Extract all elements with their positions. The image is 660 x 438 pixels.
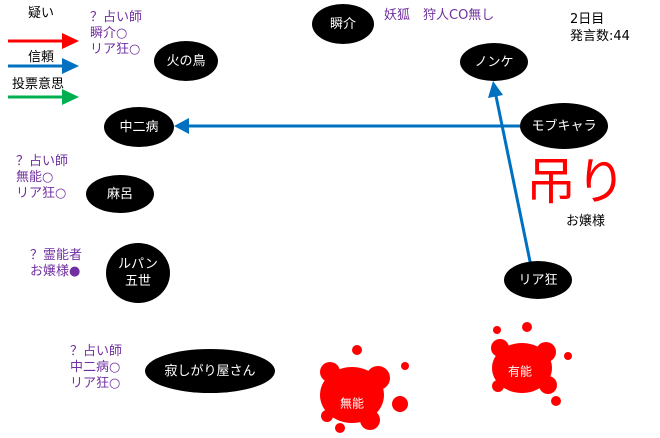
dead-yuunou-label: 有能 [507, 364, 533, 379]
note-line: ？霊能者 [30, 248, 83, 263]
node-maro[interactable]: 麻呂 [86, 175, 154, 213]
node-sabishigariya[interactable]: 寂しがり屋さん [145, 349, 275, 393]
node-riakyou[interactable]: リア狂 [504, 261, 572, 299]
day-label: 2日目 [570, 12, 605, 27]
legend-suspect-label: 疑い [28, 6, 55, 21]
note-line: リア狂○ [16, 186, 67, 201]
legend-blue-arrow [8, 58, 79, 74]
legend-green-arrow [8, 89, 79, 105]
dead-munou-label: 無能 [339, 396, 365, 411]
note-line: 無能○ [16, 170, 54, 185]
node-nonke[interactable]: ノンケ [460, 43, 528, 81]
note-line: ？占い師 [90, 10, 143, 25]
legend-red-arrow [8, 33, 79, 49]
note-maro: ？占い師無能○リア狂○ [16, 154, 68, 202]
legend-trust-label: 信頼 [28, 50, 55, 65]
trust-arrow-mobchara-to-chuunibyou [174, 118, 522, 134]
node-mobchara[interactable]: モブキャラ [520, 103, 608, 149]
note-lupin: ？霊能者お嬢様● [30, 248, 82, 280]
hanged-player-name: お嬢様 [566, 214, 606, 229]
blood-splat-munou [320, 345, 409, 433]
post-count: 発言数:44 [570, 29, 630, 44]
note-line: リア狂○ [90, 42, 141, 57]
node-shunsuke[interactable]: 瞬介 [312, 4, 374, 44]
note-line: 瞬介○ [90, 26, 128, 41]
hanged-label: 吊り [526, 153, 626, 211]
note-sabishigariya: ？占い師中二病○リア狂○ [70, 344, 122, 392]
note-line: ？占い師 [70, 344, 123, 359]
node-lupin[interactable]: ルパン 五世 [106, 243, 170, 303]
legend-vote-label: 投票意思 [12, 77, 65, 92]
note-line: リア狂○ [70, 376, 121, 391]
node-chuunibyou[interactable]: 中二病 [104, 107, 174, 147]
note-hinotori: ？占い師瞬介○リア狂○ [90, 10, 142, 58]
header-note: 妖狐 狩人CO無し [384, 8, 495, 23]
node-hinotori[interactable]: 火の鳥 [154, 41, 218, 81]
blood-splat-yuunou [491, 322, 572, 406]
trust-arrow-riakyou-to-nonke [488, 81, 535, 277]
note-line: ？占い師 [16, 154, 69, 169]
note-line: 中二病○ [70, 360, 121, 375]
note-line: お嬢様● [30, 264, 81, 279]
